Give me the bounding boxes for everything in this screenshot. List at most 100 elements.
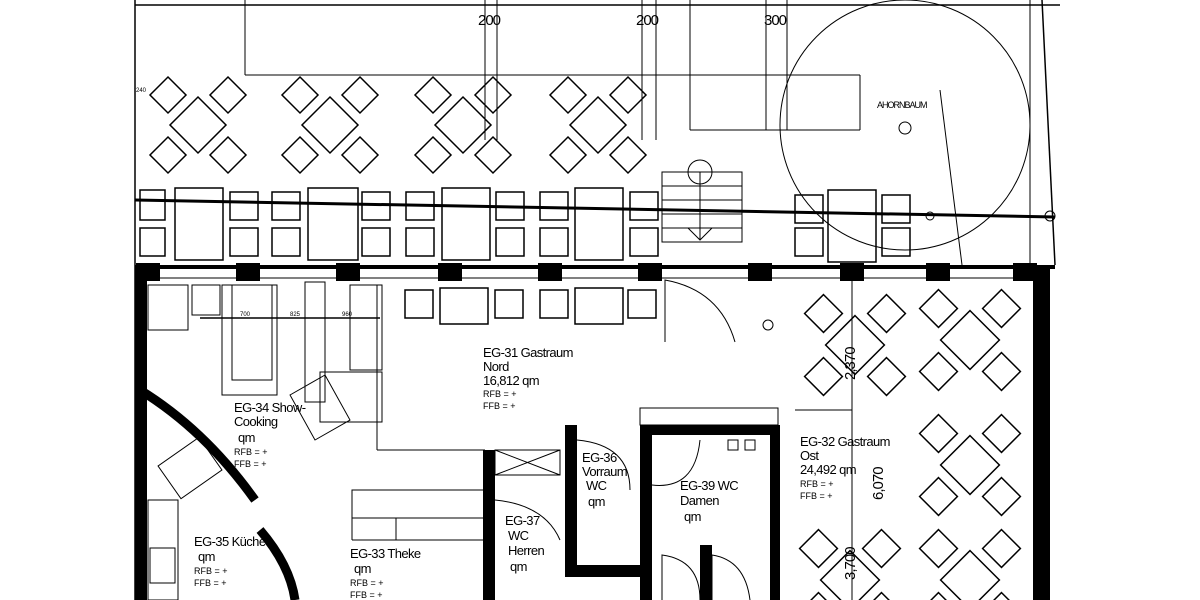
diamond-table — [548, 135, 588, 175]
diamond-table — [981, 528, 1022, 569]
diamond-table — [548, 75, 588, 115]
svg-text:FFB = +: FFB = + — [483, 401, 516, 411]
room-label-eg-31: EG-31 Gastraum Nord 16,812 qm RFB = + FF… — [483, 345, 573, 411]
diamond-table — [824, 314, 886, 376]
square-table — [495, 191, 525, 221]
square-table — [881, 194, 911, 224]
diamond-table — [918, 351, 959, 392]
diamond-table — [568, 95, 628, 155]
svg-text:EG-33 Theke: EG-33 Theke — [350, 546, 421, 561]
diamond-table — [930, 591, 947, 600]
dimension-label: 700 — [240, 312, 251, 318]
dimension-label: 200 — [636, 12, 659, 29]
svg-text:RFB = +: RFB = + — [350, 578, 384, 588]
svg-text:WC: WC — [586, 478, 607, 493]
diamond-table — [413, 75, 453, 115]
square-table — [539, 227, 569, 257]
svg-text:RFB = +: RFB = + — [234, 447, 268, 457]
diamond-table — [873, 591, 890, 600]
diamond-table — [168, 95, 228, 155]
room-label-eg-39: EG-39 WC Damen qm — [680, 478, 739, 524]
diamond-table — [280, 135, 320, 175]
svg-text:EG-35 Küche: EG-35 Küche — [194, 534, 266, 549]
square-table — [405, 191, 435, 221]
room-label-eg-33: EG-33 Theke qm RFB = + FFB = + — [350, 546, 421, 600]
svg-text:qm: qm — [354, 561, 371, 576]
dimension-label: 825 — [290, 312, 301, 318]
svg-text:Damen: Damen — [680, 493, 719, 508]
svg-text:Vorraum: Vorraum — [582, 464, 627, 479]
diamond-table — [473, 75, 513, 115]
square-table — [574, 287, 624, 325]
diamond-table — [918, 413, 959, 454]
diamond-table — [148, 135, 188, 175]
svg-text:qm: qm — [510, 559, 527, 574]
svg-text:Nord: Nord — [483, 359, 509, 374]
svg-text:RFB = +: RFB = + — [194, 566, 228, 576]
square-table — [539, 191, 569, 221]
diamond-table — [803, 356, 844, 397]
square-table — [827, 189, 877, 263]
diamond-table — [803, 293, 844, 334]
pillar — [236, 263, 260, 281]
svg-text:qm: qm — [238, 430, 255, 445]
diamond-table — [473, 135, 513, 175]
svg-text:RFB = +: RFB = + — [800, 479, 834, 489]
diamond-table — [300, 95, 360, 155]
square-table — [404, 289, 434, 319]
square-table — [307, 187, 359, 261]
square-tables — [139, 187, 911, 325]
square-table — [495, 227, 525, 257]
svg-text:FFB = +: FFB = + — [800, 491, 833, 501]
square-table — [271, 227, 301, 257]
diamond-table — [280, 75, 320, 115]
svg-text:Cooking: Cooking — [234, 414, 278, 429]
diamond-table — [918, 288, 959, 329]
diamond-table — [413, 135, 453, 175]
dimension-label: 3,700 — [842, 547, 859, 580]
svg-text:Herren: Herren — [508, 543, 545, 558]
plan-geometry — [134, 0, 1060, 600]
square-table — [494, 289, 524, 319]
square-table — [271, 191, 301, 221]
diamond-table — [340, 135, 380, 175]
svg-text:EG-32 Gastraum: EG-32 Gastraum — [800, 434, 890, 449]
diamond-table — [866, 356, 907, 397]
diamond-table — [981, 413, 1022, 454]
pillar — [926, 263, 950, 281]
pillar — [336, 263, 360, 281]
diamond-table — [993, 591, 1010, 600]
square-table — [229, 227, 259, 257]
square-table — [439, 287, 489, 325]
pillar — [638, 263, 662, 281]
diamond-table — [798, 528, 839, 569]
diamond-table — [981, 476, 1022, 517]
pillar — [840, 263, 864, 281]
diamond-table — [918, 476, 959, 517]
svg-text:EG-39 WC: EG-39 WC — [680, 478, 738, 493]
facade-pillars — [136, 263, 1037, 281]
diamond-table — [608, 135, 648, 175]
diamond-table — [608, 75, 648, 115]
square-table — [174, 187, 224, 261]
dimension-label: 240 — [136, 88, 147, 94]
diamond-table — [433, 95, 493, 155]
room-label-eg-35: EG-35 Küche qm RFB = + FFB = + — [194, 534, 266, 588]
room-label-eg-32: EG-32 Gastraum Ost 24,492 qm RFB = + FFB… — [800, 434, 890, 501]
square-table — [627, 289, 657, 319]
pillar — [1013, 263, 1037, 281]
svg-text:RFB = +: RFB = + — [483, 389, 517, 399]
dimension-label: 300 — [764, 12, 787, 29]
diamond-tables — [148, 75, 1022, 600]
svg-text:FFB = +: FFB = + — [234, 459, 267, 469]
square-table — [574, 187, 624, 261]
pillar — [136, 263, 160, 281]
svg-text:WC: WC — [508, 528, 529, 543]
svg-text:EG-31 Gastraum: EG-31 Gastraum — [483, 345, 573, 360]
room-label-eg-37: EG-37 WC Herren qm — [505, 513, 545, 574]
diamond-table — [861, 528, 902, 569]
pillar — [748, 263, 772, 281]
room-label-eg-34: EG-34 Show- Cooking qm RFB = + FFB = + — [234, 400, 306, 469]
square-table — [539, 289, 569, 319]
